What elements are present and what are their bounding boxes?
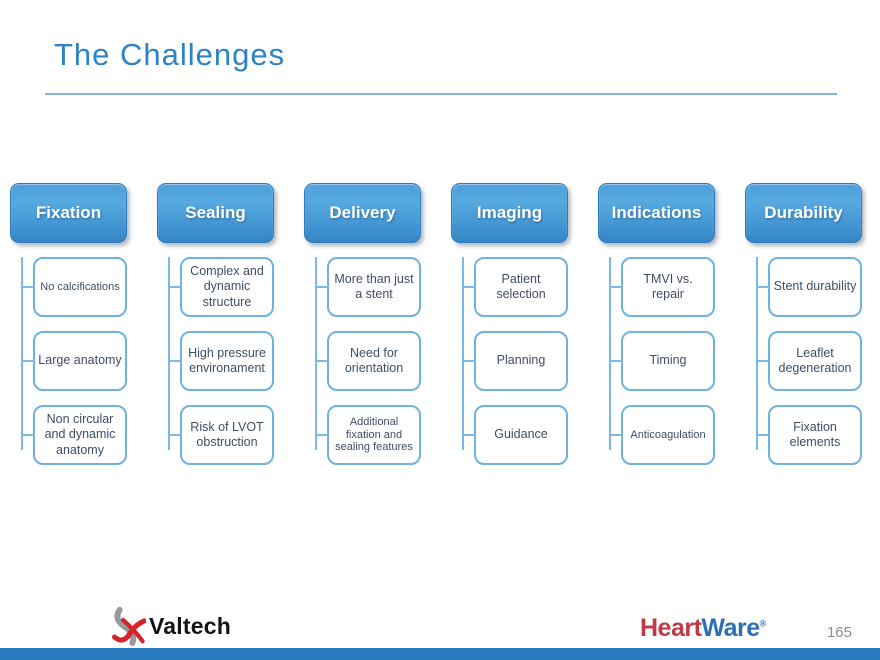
column-header: Delivery	[304, 183, 421, 243]
challenge-item-label: Stent durability	[773, 279, 857, 294]
challenge-item-label: Non circular and dynamic anatomy	[44, 412, 116, 457]
challenge-item-label: Large anatomy	[38, 353, 122, 368]
challenge-item: Additional fixation and sealing features	[316, 405, 421, 465]
challenge-item: Risk of LVOT obstruction	[169, 405, 274, 465]
connector-rail	[609, 257, 611, 450]
challenge-item: Need for orientation	[316, 331, 421, 391]
page-number: 165	[826, 624, 852, 641]
challenge-item: High pressure environament	[169, 331, 274, 391]
challenge-item: Complex and dynamic structure	[169, 257, 274, 317]
column-header: Imaging	[451, 183, 568, 243]
column-header-label: Fixation	[35, 203, 102, 222]
challenge-item: Large anatomy	[22, 331, 127, 391]
challenge-item: No calcifications	[22, 257, 127, 317]
heartware-logo: HeartWare®	[640, 614, 766, 643]
column-header-label: Durability	[764, 203, 843, 222]
challenge-item-label: Planning	[496, 353, 546, 368]
footer-accent-bar	[0, 648, 880, 660]
column-header-label: Delivery	[329, 203, 396, 222]
challenge-item-label: Patient selection	[496, 271, 546, 301]
challenge-item-label: More than just a stent	[334, 271, 414, 301]
challenge-item: Fixation elements	[757, 405, 862, 465]
column-header-label: Sealing	[185, 203, 246, 222]
page-title: The Challenges	[54, 37, 286, 72]
valtech-wordmark: Valtech	[149, 612, 231, 639]
challenge-item: More than just a stent	[316, 257, 421, 317]
column-header: Durability	[745, 183, 862, 243]
challenge-item-label: Additional fixation and sealing features	[335, 416, 413, 454]
challenge-item-label: Need for orientation	[344, 345, 404, 375]
column-header-label: Indications	[611, 203, 702, 222]
challenge-item-label: High pressure environament	[188, 345, 266, 375]
column-header-label: Imaging	[476, 203, 543, 222]
heartware-wordmark-ware: Ware	[701, 614, 760, 642]
challenge-item: Non circular and dynamic anatomy	[22, 405, 127, 465]
connector-rail	[21, 257, 23, 450]
challenge-item: Planning	[463, 331, 568, 391]
challenge-item-label: No calcifications	[40, 280, 120, 293]
registered-mark: ®	[759, 618, 767, 629]
challenge-item: Stent durability	[757, 257, 862, 317]
valtech-logo: Valtech	[112, 606, 231, 646]
challenge-item-label: TMVI vs. repair	[643, 271, 693, 301]
challenge-item-label: Anticoagulation	[630, 428, 706, 441]
challenge-item: Anticoagulation	[610, 405, 715, 465]
connector-rail	[756, 257, 758, 450]
column-header: Indications	[598, 183, 715, 243]
title-underline	[45, 93, 837, 95]
challenge-item: Timing	[610, 331, 715, 391]
connector-rail	[315, 257, 317, 450]
column-header: Fixation	[10, 183, 127, 243]
challenge-item-label: Leaflet degeneration	[778, 345, 852, 375]
challenge-item: Guidance	[463, 405, 568, 465]
connector-rail	[168, 257, 170, 450]
challenge-item-label: Fixation elements	[789, 419, 841, 449]
heartware-wordmark-heart: Heart	[640, 614, 702, 642]
challenge-item-label: Guidance	[494, 427, 548, 442]
challenge-item: Patient selection	[463, 257, 568, 317]
challenge-item: Leaflet degeneration	[757, 331, 862, 391]
challenge-item-label: Complex and dynamic structure	[190, 264, 264, 309]
challenge-item-label: Risk of LVOT obstruction	[190, 419, 264, 449]
column-header: Sealing	[157, 183, 274, 243]
connector-rail	[462, 257, 464, 450]
challenge-item-label: Timing	[649, 353, 687, 368]
challenge-item: TMVI vs. repair	[610, 257, 715, 317]
valtech-swirl-icon	[112, 606, 146, 646]
